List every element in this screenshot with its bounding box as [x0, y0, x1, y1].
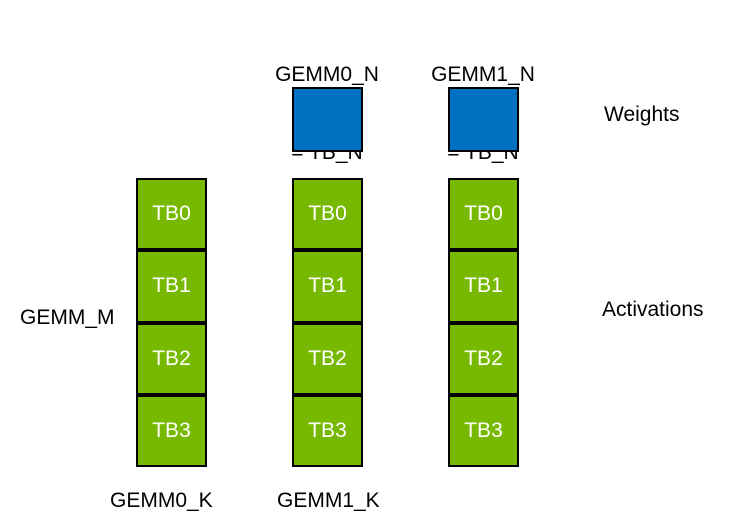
- activations-label: Activations: [602, 298, 704, 321]
- tb-block: TB1: [292, 250, 363, 323]
- activation-column-gemm0: TB0 TB1 TB2 TB3: [292, 178, 363, 467]
- tb-block: TB1: [136, 250, 207, 323]
- tb-block: TB2: [292, 322, 363, 395]
- tb-block: TB2: [448, 322, 519, 395]
- tb-block: TB3: [448, 394, 519, 467]
- gemm1-k-label: GEMM1_K: [277, 489, 380, 512]
- header-gemm1-n-line1: GEMM1_N: [431, 63, 535, 86]
- weights-label: Weights: [604, 103, 680, 126]
- tb-block: TB2: [136, 322, 207, 395]
- header-gemm0-n-line1: GEMM0_N: [275, 63, 379, 86]
- tb-block: TB0: [292, 178, 363, 251]
- tb-block: TB1: [448, 250, 519, 323]
- tb-block: TB3: [292, 394, 363, 467]
- gemm-m-label: GEMM_M: [20, 306, 115, 329]
- tb-block: TB0: [136, 178, 207, 251]
- gemm0-k-label: GEMM0_K: [110, 489, 213, 512]
- activation-column-input: TB0 TB1 TB2 TB3: [136, 178, 207, 467]
- weights-square-gemm0: [292, 87, 363, 152]
- tb-block: TB0: [448, 178, 519, 251]
- weights-square-gemm1: [448, 87, 519, 152]
- activation-column-gemm1: TB0 TB1 TB2 TB3: [448, 178, 519, 467]
- tb-block: TB3: [136, 394, 207, 467]
